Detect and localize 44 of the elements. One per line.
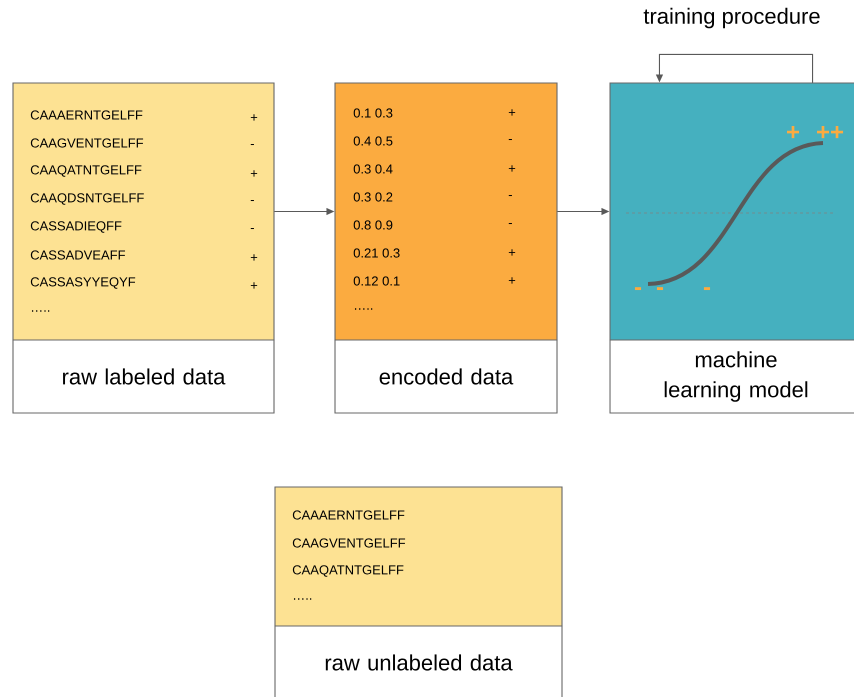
data-row: 0.4 0.5 — [354, 136, 392, 146]
data-row: CAAQATNTGELFF — [292, 565, 404, 577]
data-row: 0.3 0.4 — [354, 164, 393, 174]
data-row: CAAQATNTGELFF — [30, 165, 142, 177]
data-row: 0.3 0.2 — [354, 192, 392, 202]
caption-box: encoded data — [334, 339, 558, 414]
label-sign: + — [250, 282, 258, 289]
label-sign: + — [508, 249, 516, 256]
label-sign: - — [508, 223, 512, 224]
label-sign: - — [250, 200, 254, 202]
data-row: ….. — [354, 308, 372, 310]
label-sign: - — [250, 228, 254, 230]
data-row: 0.21 0.3 — [354, 248, 400, 258]
data-row: CASSADIEQFF — [30, 221, 122, 233]
data-row: CASSADVEAFF — [30, 250, 126, 260]
label-sign: - — [508, 195, 512, 196]
data-row: CAAAERNTGELFF — [292, 510, 404, 520]
data-row: CASSASYYEQYF — [30, 277, 136, 289]
edge-label: training procedure — [642, 6, 822, 30]
label-sign: + — [250, 114, 258, 121]
data-row: 0.12 0.1 — [354, 276, 400, 286]
class-sign: - — [634, 287, 642, 290]
label-sign: + — [250, 254, 258, 261]
label-sign: + — [508, 277, 516, 284]
data-row: 0.1 0.3 — [354, 108, 392, 118]
label-sign: + — [508, 109, 516, 116]
label-sign: - — [508, 139, 512, 140]
label-sign: + — [508, 165, 516, 172]
caption-box: machine learning model — [609, 339, 854, 414]
caption-box: raw unlabeled data — [274, 625, 563, 697]
data-row: CAAAERNTGELFF — [30, 110, 142, 120]
label-sign: - — [250, 144, 254, 146]
data-row: CAAQDSNTGELFF — [30, 193, 144, 205]
caption-box: raw labeled data — [12, 339, 275, 414]
label-sign: + — [250, 170, 258, 177]
data-row: ….. — [32, 310, 50, 312]
class-sign: - — [704, 287, 710, 290]
data-row: 0.8 0.9 — [354, 220, 392, 230]
data-row: CAAGVENTGELFF — [30, 138, 144, 148]
class-sign: + — [787, 126, 800, 138]
class-sign: ++ — [817, 126, 844, 138]
data-row: ….. — [294, 598, 312, 600]
class-sign: - — [656, 287, 664, 290]
data-row: CAAGVENTGELFF — [292, 538, 406, 548]
